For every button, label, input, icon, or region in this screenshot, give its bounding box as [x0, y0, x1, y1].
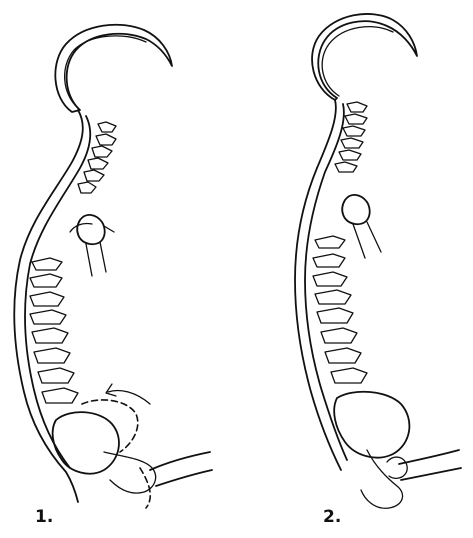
femur — [399, 450, 461, 480]
pelvis — [53, 412, 119, 474]
back-contour-inner — [305, 104, 347, 460]
cervical-vertebrae — [78, 122, 116, 193]
pelvis — [334, 392, 409, 458]
pelvis-dashed-outline — [82, 400, 150, 508]
humerus-shaft — [86, 242, 106, 276]
pelvis-detail — [104, 452, 156, 493]
spine-drawing-1 — [0, 0, 237, 538]
humerus-head — [342, 195, 369, 224]
panel-1-caption: 1. — [35, 507, 53, 527]
head-outline-inner — [322, 27, 393, 96]
thoracic-lumbar-vertebrae — [313, 236, 367, 383]
panel-1: 1. — [0, 0, 237, 538]
thoracic-lumbar-vertebrae — [30, 258, 78, 403]
tilt-arrow — [108, 391, 150, 405]
pelvis-detail — [361, 450, 403, 508]
femur — [150, 452, 212, 486]
humerus-head — [77, 215, 104, 244]
head-outline-inner — [65, 36, 146, 108]
spine-drawing-2 — [237, 0, 473, 538]
panel-2: 2. — [237, 0, 473, 538]
femur-head — [387, 457, 407, 478]
back-contour-inner — [25, 116, 90, 468]
humerus-shaft — [353, 222, 381, 258]
head-outline — [55, 25, 172, 112]
panel-2-caption: 2. — [323, 507, 341, 527]
